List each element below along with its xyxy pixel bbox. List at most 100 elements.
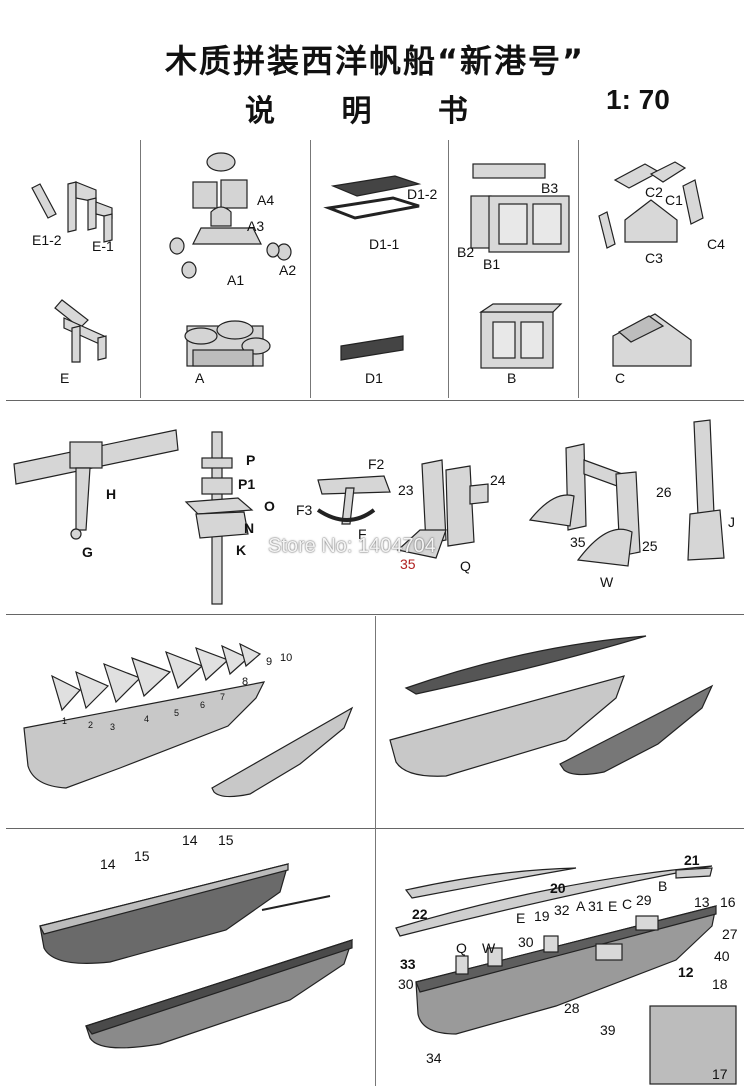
part-label: F2 [368,456,385,472]
part-label: C3 [645,250,663,266]
assembly-label: E [60,370,70,386]
part-number: C [622,896,633,912]
panel-part-c: C2 C1 C4 C3 C [579,140,750,398]
part-number: 39 [600,1022,616,1038]
panel-fittings: H G P P1 O N K F2 F3 F 23 24 35 Q 26 35 … [0,402,750,612]
part-number: 21 [684,852,700,868]
panel-hull-planking: 14 15 14 15 [0,830,375,1092]
part-number: Q [456,940,467,956]
panel-part-b: B3 B2 B1 B [449,140,578,398]
hull-planking-drawing [39,863,353,1049]
final-assembly-drawing [395,865,737,1085]
frame-number: 9 [266,656,273,668]
part-label: G [82,544,93,560]
part-number: E [516,910,526,926]
column-divider [448,140,449,398]
part-label: F [358,526,367,542]
assembly-label: A [195,370,205,386]
part-number: E [608,898,618,914]
frame-number: 6 [200,700,206,710]
part-number: 20 [550,880,566,896]
panel-part-e: E1-2 E-1 E [0,140,140,398]
part-e-drawing [31,181,113,363]
part-number: 17 [712,1066,728,1082]
panel-deck-fitting [376,616,750,828]
scale-ratio: 1: 70 [606,84,670,115]
part-label: F3 [296,502,313,518]
part-number: 19 [534,908,550,924]
frame-number: 8 [242,676,249,688]
frame-number: 3 [110,722,116,732]
part-label: E-1 [92,238,114,254]
frame-number: 4 [144,714,150,724]
part-number: 14 [182,832,198,848]
part-label: C2 [645,184,663,200]
column-divider [310,140,311,398]
part-number: 15 [218,832,234,848]
part-label: C4 [707,236,725,252]
part-label: A1 [227,272,245,288]
column-divider [140,140,141,398]
keel-frames-drawing [23,642,354,798]
part-label: B2 [457,244,475,260]
part-label: P1 [238,476,256,492]
part-number: 14 [100,856,116,872]
part-number: 28 [564,1000,580,1016]
part-a-drawing [169,152,292,367]
fittings-drawing [13,419,725,605]
part-number: 13 [694,894,710,910]
part-label: A2 [279,262,297,278]
part-b-drawing [470,163,570,369]
part-label: 26 [656,484,672,500]
panel-keel-frames: 1 2 3 4 5 6 7 8 9 10 [0,616,375,828]
part-label: 24 [490,472,506,488]
part-number: 40 [714,948,730,964]
part-number: W [482,940,496,956]
part-number: 31 [588,898,604,914]
part-label: A3 [247,218,265,234]
part-label: H [106,486,117,502]
part-label: D1-1 [369,236,400,252]
frame-number: 5 [174,708,180,718]
part-label: D1-2 [407,186,438,202]
part-number: 30 [398,976,414,992]
part-label: O [264,498,275,514]
part-label: W [600,574,614,590]
part-label: 23 [398,482,414,498]
part-label: 25 [642,538,658,554]
panel-part-a: A4 A3 A1 A2 A [141,140,310,398]
part-number: B [658,878,668,894]
part-label: B1 [483,256,501,272]
part-d-drawing [323,175,422,361]
part-number: 29 [636,892,652,908]
part-number: 33 [400,956,416,972]
part-label: N [244,520,255,536]
assembly-label: B [507,370,517,386]
frame-number: 1 [62,716,68,726]
part-number: 34 [426,1050,442,1066]
part-number: 32 [554,902,570,918]
part-number: 15 [134,848,150,864]
row-divider [6,614,744,615]
part-label: K [236,542,247,558]
assembly-label: D1 [365,370,383,386]
part-number: 16 [720,894,736,910]
part-label: 35 [570,534,586,550]
part-label: P [246,452,256,468]
assembly-label: C [615,370,626,386]
page-title: 木质拼装西洋帆船“新港号” [164,42,586,80]
row-divider [6,400,744,401]
part-number: 22 [412,906,428,922]
part-label: J [728,514,735,530]
frame-number: 10 [280,652,293,664]
part-label: A4 [257,192,275,208]
page-subtitle: 说 明 书 [245,94,496,129]
panel-final-assembly: 21 20 22 E 19 32 A 31 E C 29 B 13 16 27 … [376,830,750,1092]
panel-part-d: D1-2 D1-1 D1 [311,140,448,398]
part-number: 18 [712,976,728,992]
part-number: 27 [722,926,738,942]
part-number: 12 [678,964,694,980]
part-c-drawing [598,161,704,367]
column-divider [578,140,579,398]
part-number: A [576,898,586,914]
